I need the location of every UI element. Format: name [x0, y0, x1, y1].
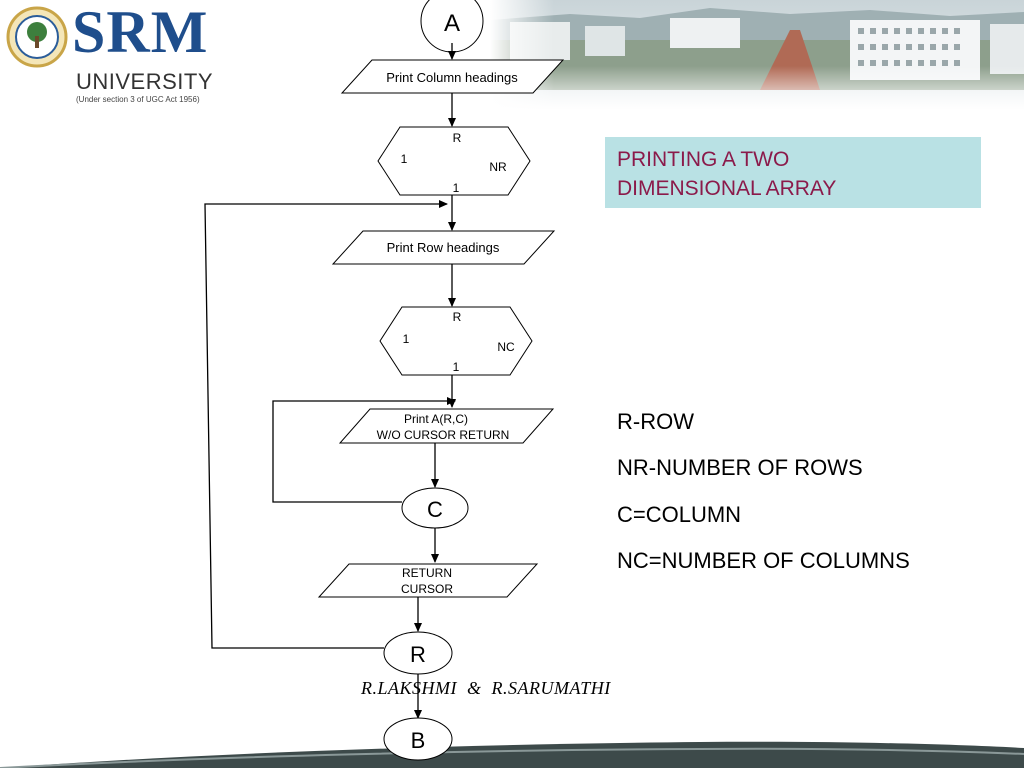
- connector-b: B: [383, 717, 453, 761]
- inner-loop-hexagon: R 1 NC 1: [379, 306, 533, 376]
- print-column-headings-box: Print Column headings: [340, 59, 565, 94]
- return-cursor-line1: RETURN: [402, 566, 452, 580]
- authors-signature: R.LAKSHMI & R.SARUMATHI: [361, 678, 611, 698]
- slide-title-line2: DIMENSIONAL ARRAY: [617, 177, 837, 200]
- slide-title-line1: PRINTING A TWO: [617, 148, 790, 171]
- print-element-box: Print A(R,C) W/O CURSOR RETURN: [338, 408, 555, 444]
- connector-a-label: A: [444, 10, 460, 37]
- outer-loop-var: R: [453, 131, 462, 145]
- legend-column: C=COLUMN: [617, 502, 742, 527]
- university-logo: SRM UNIVERSITY (Under section 3 of UGC A…: [6, 0, 221, 110]
- print-element-line2: W/O CURSOR RETURN: [377, 428, 510, 442]
- outer-loop-hexagon: R 1 NR 1: [377, 126, 531, 196]
- outer-loop-step: 1: [453, 181, 460, 195]
- campus-banner-image: [490, 0, 1024, 110]
- inner-loop-end: NC: [497, 340, 515, 354]
- logo-word: SRM: [72, 0, 209, 65]
- connector-b-label: B: [411, 728, 426, 753]
- footer-band: [0, 741, 1024, 768]
- print-row-headings-label: Print Row headings: [387, 240, 500, 255]
- university-seal-icon: [6, 6, 68, 68]
- return-cursor-box: RETURN CURSOR: [317, 563, 539, 598]
- outer-loop-start: 1: [401, 152, 408, 166]
- inner-loop-var: R: [453, 310, 462, 324]
- legend-row: R-ROW: [617, 409, 694, 434]
- return-cursor-line2: CURSOR: [401, 582, 453, 596]
- slide-title-box: PRINTING A TWO DIMENSIONAL ARRAY: [605, 137, 981, 208]
- footer-band-highlight: [0, 747, 1024, 768]
- outer-loop-back-line: [204, 200, 448, 649]
- inner-loop-back-line: [272, 397, 456, 503]
- legend-nc: NC=NUMBER OF COLUMNS: [617, 548, 910, 573]
- connector-r-label: R: [410, 642, 426, 667]
- print-row-headings-box: Print Row headings: [331, 230, 556, 265]
- connector-c: C: [401, 487, 469, 529]
- legend-nr: NR-NUMBER OF ROWS: [617, 455, 863, 480]
- print-element-line1: Print A(R,C): [404, 412, 468, 426]
- outer-loop-end: NR: [489, 160, 507, 174]
- print-column-headings-label: Print Column headings: [386, 70, 518, 85]
- connector-a: A: [420, 0, 484, 53]
- connector-r: R: [383, 631, 453, 675]
- logo-tagline: (Under section 3 of UGC Act 1956): [76, 95, 200, 104]
- logo-university: UNIVERSITY: [76, 69, 214, 94]
- inner-loop-step: 1: [453, 360, 460, 374]
- connector-c-label: C: [427, 497, 443, 522]
- inner-loop-start: 1: [403, 332, 410, 346]
